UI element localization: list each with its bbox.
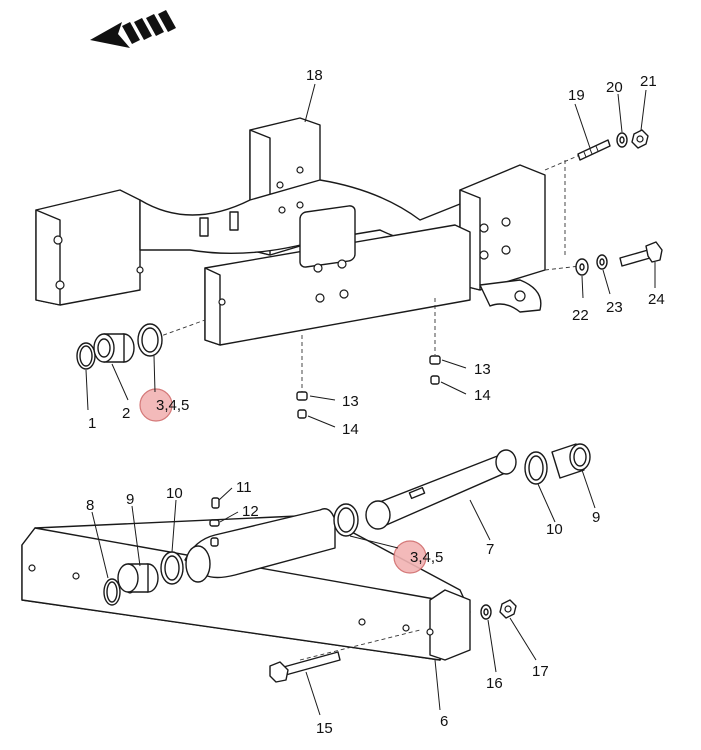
seal-10-left <box>160 551 184 585</box>
bushing-9-right <box>551 443 591 479</box>
label-12: 12 <box>242 503 259 520</box>
label-345-lower: 3,4,5 <box>410 549 443 566</box>
hex-bolt-24 <box>619 241 663 267</box>
stud-bolt <box>577 139 611 161</box>
shim-ring-upper <box>137 323 163 357</box>
label-9-right: 9 <box>592 509 600 526</box>
label-22: 22 <box>572 307 589 324</box>
label-8: 8 <box>86 497 94 514</box>
washer-16 <box>480 604 492 620</box>
shim-ring-lower <box>333 503 359 537</box>
label-7: 7 <box>486 541 494 558</box>
label-21: 21 <box>640 73 657 90</box>
washer-22 <box>575 258 589 276</box>
label-18: 18 <box>306 67 323 84</box>
label-1: 1 <box>88 415 96 432</box>
label-20: 20 <box>606 79 623 96</box>
pivot-pin-7 <box>365 449 517 530</box>
washer-23 <box>596 254 608 270</box>
front-axle-support-frame <box>35 117 546 346</box>
bushing-part <box>93 333 135 363</box>
nut-upper <box>631 129 649 149</box>
seal-10-right <box>524 451 548 485</box>
leader-lines <box>85 83 656 716</box>
arrow-forward-icon <box>90 10 176 48</box>
washer-12 <box>209 519 220 547</box>
highlight-lower-345 <box>393 540 427 574</box>
needle-bushing-9-left <box>117 563 159 593</box>
grease-fitting-left <box>296 391 308 419</box>
label-16: 16 <box>486 675 503 692</box>
label-2: 2 <box>122 405 130 422</box>
part-labels: 18 19 20 21 22 23 24 1 2 3,4,5 13 14 13 … <box>86 67 665 737</box>
grease-nipple-11 <box>211 497 220 509</box>
axle-beam <box>21 508 471 661</box>
nut-17 <box>499 599 517 619</box>
label-13-left: 13 <box>342 393 359 410</box>
label-14-right: 14 <box>474 387 491 404</box>
label-13-right: 13 <box>474 361 491 378</box>
label-19: 19 <box>568 87 585 104</box>
circlip-8 <box>103 578 121 606</box>
label-9-left: 9 <box>126 491 134 508</box>
label-10-right: 10 <box>546 521 563 538</box>
label-6: 6 <box>440 713 448 730</box>
o-ring-part <box>76 342 96 370</box>
label-15: 15 <box>316 720 333 737</box>
label-23: 23 <box>606 299 623 316</box>
label-14-left: 14 <box>342 421 359 438</box>
label-24: 24 <box>648 291 665 308</box>
highlight-upper-345 <box>139 388 173 422</box>
grease-fitting-right <box>429 355 441 385</box>
label-10-left: 10 <box>166 485 183 502</box>
label-11: 11 <box>236 479 252 496</box>
label-17: 17 <box>532 663 549 680</box>
label-345-upper: 3,4,5 <box>156 397 189 414</box>
hex-bolt-15 <box>269 651 341 683</box>
washer-upper <box>616 132 628 148</box>
